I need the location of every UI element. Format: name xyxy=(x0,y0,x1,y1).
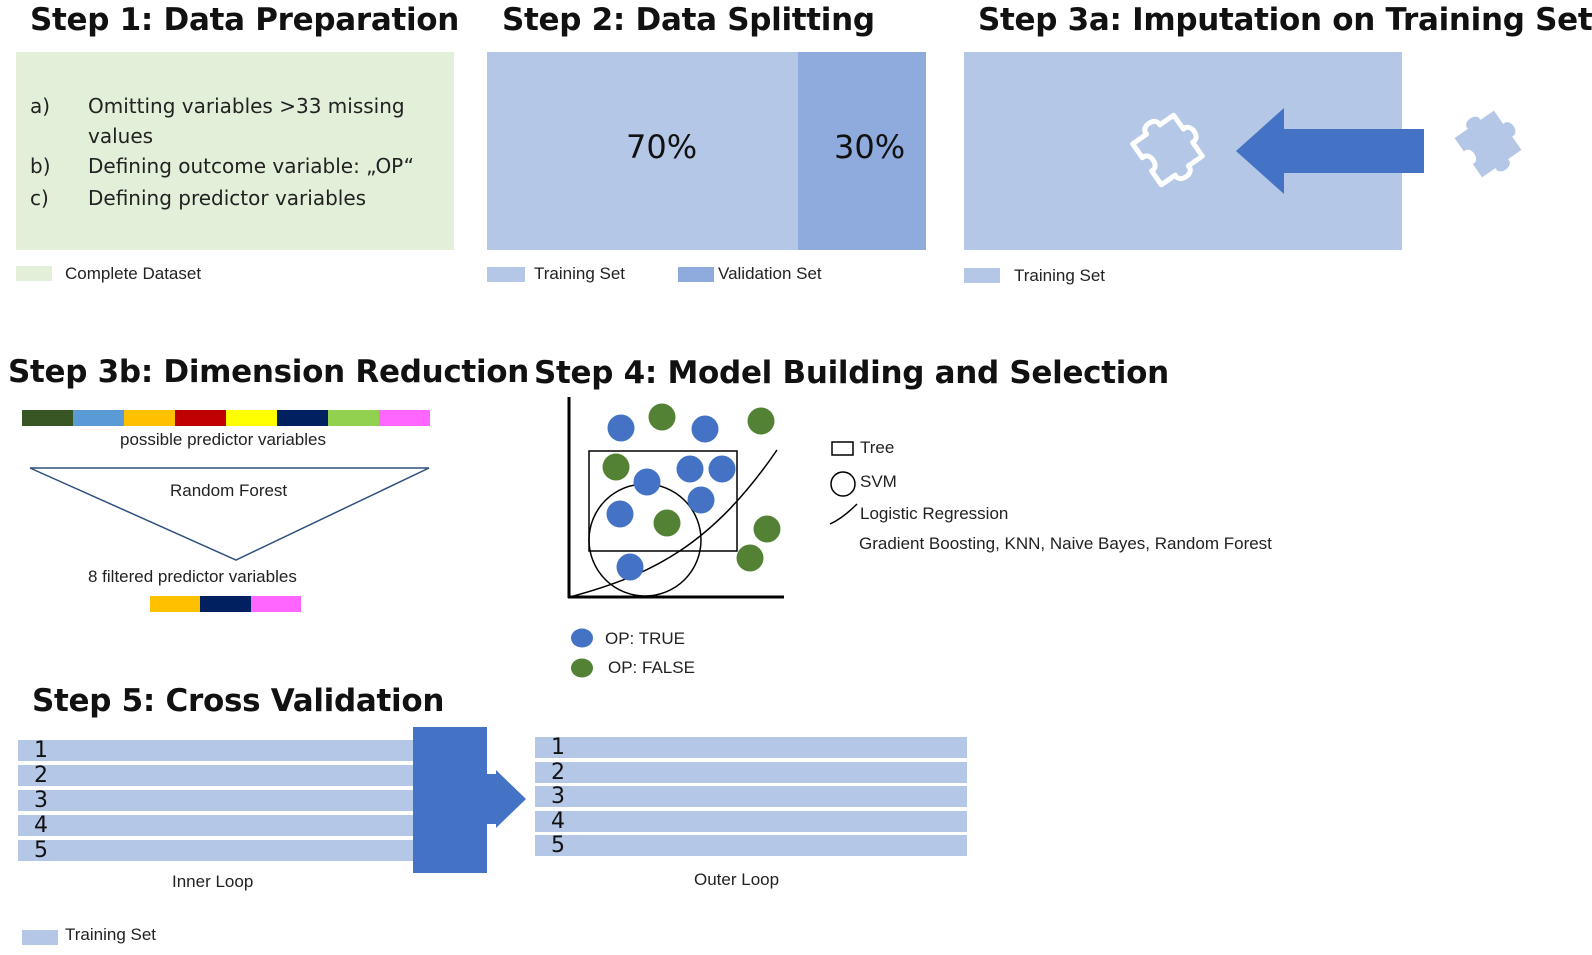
possible-predictors-label: possible predictor variables xyxy=(120,430,326,449)
inner-fold-number: 2 xyxy=(34,763,48,788)
svm-legend: SVM xyxy=(860,472,897,491)
op-true-point xyxy=(606,500,634,528)
logistic-regression-legend: Logistic Regression xyxy=(860,504,1009,523)
outer-fold-row xyxy=(535,810,967,832)
op-true-point xyxy=(687,486,715,514)
outer-loop-label: Outer Loop xyxy=(694,870,780,889)
training-percent: 70% xyxy=(626,128,698,166)
outer-fold-row xyxy=(535,835,967,856)
inner-fold-row xyxy=(18,765,414,786)
inner-fold-number: 3 xyxy=(34,788,48,813)
random-forest-label: Random Forest xyxy=(170,481,288,500)
predictor-color-segment xyxy=(124,410,175,426)
op-false-point xyxy=(753,515,781,543)
training-split-box xyxy=(487,52,798,250)
tree-rectangle-icon xyxy=(831,441,854,456)
training-set-swatch xyxy=(487,267,525,282)
validation-set-legend: Validation Set xyxy=(718,264,822,283)
validation-set-swatch xyxy=(678,267,714,282)
op-true-legend: OP: TRUE xyxy=(605,629,685,648)
svm-circle-icon xyxy=(830,471,856,497)
validation-percent: 30% xyxy=(834,128,906,166)
op-false-point xyxy=(736,544,764,572)
op-false-point xyxy=(747,407,775,435)
op-true-point xyxy=(691,415,719,443)
step3a-title: Step 3a: Imputation on Training Set xyxy=(978,2,1592,38)
funnel-triangle xyxy=(29,467,430,561)
op-false-dot-icon xyxy=(571,658,593,678)
outer-fold-row xyxy=(535,761,967,783)
step1-item-a-text: Omitting variables >33 missing xyxy=(88,94,405,118)
op-true-point xyxy=(633,468,661,496)
op-false-point xyxy=(653,509,681,537)
training-set-swatch-3a xyxy=(964,268,1000,283)
training-set-legend-3a: Training Set xyxy=(1014,266,1106,285)
outer-fold-number: 5 xyxy=(551,833,565,858)
inner-fold-row xyxy=(18,840,414,861)
filtered-predictor-color-segment xyxy=(200,596,251,612)
inner-fold-row xyxy=(18,815,414,836)
step4-title: Step 4: Model Building and Selection xyxy=(534,355,1169,391)
step1-item-a-text-cont: values xyxy=(88,124,154,148)
inner-fold-row xyxy=(18,740,414,761)
outer-fold-number: 1 xyxy=(551,735,565,760)
predictor-color-segment xyxy=(379,410,430,426)
inner-fold-number: 4 xyxy=(34,813,48,838)
complete-dataset-legend: Complete Dataset xyxy=(65,264,202,283)
outer-fold-number: 3 xyxy=(551,784,565,809)
model-scatter-plot xyxy=(567,397,784,599)
training-set-swatch-5 xyxy=(22,930,58,945)
puzzle-piece-icon xyxy=(1454,110,1522,178)
predictor-color-segment xyxy=(175,410,226,426)
step1-item-a-marker: a) xyxy=(30,94,51,118)
cross-validation-arrow-icon xyxy=(413,727,526,873)
predictor-colors-bar xyxy=(22,410,430,426)
outer-fold-row xyxy=(535,737,967,758)
filtered-predictors-label: 8 filtered predictor variables xyxy=(88,567,297,586)
tree-legend: Tree xyxy=(860,438,895,457)
validation-split-box xyxy=(798,52,926,250)
predictor-color-segment xyxy=(277,410,328,426)
op-true-point xyxy=(676,455,704,483)
filtered-predictor-color-segment xyxy=(150,596,201,612)
inner-fold-number: 5 xyxy=(34,838,48,863)
outer-fold-number: 2 xyxy=(551,759,565,785)
op-true-point xyxy=(708,455,736,483)
op-true-dot-icon xyxy=(571,628,593,648)
imputation-arrow-icon xyxy=(1236,108,1424,194)
op-false-legend: OP: FALSE xyxy=(608,658,695,677)
step1-item-b-text: Defining outcome variable: „OP“ xyxy=(88,154,414,178)
op-true-point xyxy=(607,414,635,442)
other-models-legend: Gradient Boosting, KNN, Naive Bayes, Ran… xyxy=(859,534,1272,553)
training-set-legend-5: Training Set xyxy=(65,925,157,944)
complete-dataset-box xyxy=(16,52,454,250)
predictor-color-segment xyxy=(73,410,124,426)
op-false-point xyxy=(648,403,676,431)
logistic-regression-curve-icon xyxy=(829,503,858,525)
filtered-predictor-color-segment xyxy=(250,596,301,612)
predictor-color-segment xyxy=(22,410,73,426)
predictor-color-segment xyxy=(328,410,379,426)
step1-item-b-marker: b) xyxy=(30,154,51,178)
step2-title: Step 2: Data Splitting xyxy=(502,2,875,38)
step5-title: Step 5: Cross Validation xyxy=(32,683,445,719)
predictor-color-segment xyxy=(226,410,277,426)
outer-fold-number: 4 xyxy=(551,808,565,834)
op-false-point xyxy=(602,453,630,481)
step3b-title: Step 3b: Dimension Reduction xyxy=(8,354,530,390)
puzzle-outline-icon xyxy=(1130,112,1205,188)
step1-item-c-marker: c) xyxy=(30,186,49,210)
inner-loop-label: Inner Loop xyxy=(172,872,254,891)
training-set-legend: Training Set xyxy=(534,264,626,283)
inner-fold-row xyxy=(18,790,414,811)
filtered-colors-bar xyxy=(150,596,301,612)
step1-title: Step 1: Data Preparation xyxy=(30,2,460,38)
op-true-point xyxy=(616,553,644,581)
complete-dataset-swatch xyxy=(16,266,52,281)
step1-item-c-text: Defining predictor variables xyxy=(88,186,367,210)
inner-fold-number: 1 xyxy=(34,738,48,763)
outer-fold-row xyxy=(535,786,967,807)
